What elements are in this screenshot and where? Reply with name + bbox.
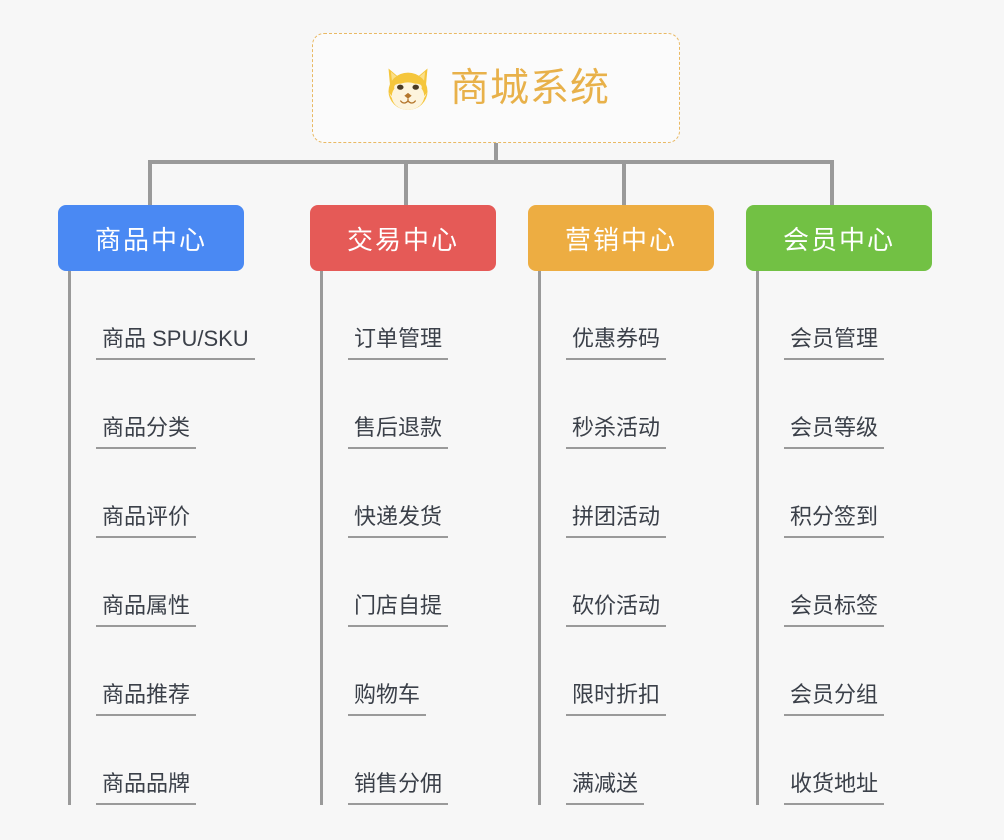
category-header-trade-center[interactable]: 交易中心 xyxy=(310,205,496,271)
leaf-label: 销售分佣 xyxy=(348,771,449,805)
category-header-member-center[interactable]: 会员中心 xyxy=(746,205,932,271)
leaf-item[interactable]: 会员管理 xyxy=(756,271,932,360)
leaf-label: 购物车 xyxy=(348,682,427,716)
leaf-item[interactable]: 会员分组 xyxy=(756,627,932,716)
leaf-item[interactable]: 商品推荐 xyxy=(68,627,244,716)
leaf-item[interactable]: 售后退款 xyxy=(320,360,496,449)
leaf-item[interactable]: 商品品牌 xyxy=(68,716,244,805)
leaf-label: 商品属性 xyxy=(96,593,197,627)
leaf-label: 会员标签 xyxy=(784,593,885,627)
category-label: 商品中心 xyxy=(94,224,207,255)
leaf-list-product-center: 商品 SPU/SKU 商品分类 商品评价 商品属性 商品推荐 商品品牌 xyxy=(58,271,255,805)
leaf-label: 商品分类 xyxy=(96,415,197,449)
leaf-item[interactable]: 砍价活动 xyxy=(538,538,714,627)
leaf-item[interactable]: 满减送 xyxy=(538,716,714,805)
leaf-label: 商品品牌 xyxy=(96,771,197,805)
root-node[interactable]: 商城系统 xyxy=(312,33,680,143)
connector-drop-4 xyxy=(830,160,834,205)
leaf-item[interactable]: 优惠券码 xyxy=(538,271,714,360)
leaf-item[interactable]: 商品属性 xyxy=(68,538,244,627)
leaf-label: 售后退款 xyxy=(348,415,449,449)
leaf-label: 秒杀活动 xyxy=(566,415,667,449)
leaf-item[interactable]: 商品分类 xyxy=(68,360,244,449)
leaf-label: 收货地址 xyxy=(784,771,885,805)
category-label: 会员中心 xyxy=(782,224,895,255)
leaf-list-member-center: 会员管理 会员等级 积分签到 会员标签 会员分组 收货地址 xyxy=(746,271,932,805)
leaf-label: 会员分组 xyxy=(784,682,885,716)
leaf-label: 砍价活动 xyxy=(566,593,667,627)
leaf-label: 限时折扣 xyxy=(566,682,667,716)
leaf-label: 订单管理 xyxy=(348,326,449,360)
leaf-spine xyxy=(320,271,323,805)
connector-drop-1 xyxy=(148,160,152,205)
leaf-item[interactable]: 快递发货 xyxy=(320,449,496,538)
connector-drop-3 xyxy=(622,160,626,205)
connector-drop-2 xyxy=(404,160,408,205)
category-column-member-center: 会员中心 会员管理 会员等级 积分签到 会员标签 会员分组 收货地址 xyxy=(746,205,932,805)
leaf-label: 满减送 xyxy=(566,771,645,805)
leaf-item[interactable]: 订单管理 xyxy=(320,271,496,360)
leaf-label: 会员等级 xyxy=(784,415,885,449)
category-label: 营销中心 xyxy=(564,224,677,255)
leaf-label: 拼团活动 xyxy=(566,504,667,538)
leaf-list-marketing-center: 优惠券码 秒杀活动 拼团活动 砍价活动 限时折扣 满减送 xyxy=(528,271,714,805)
leaf-item[interactable]: 秒杀活动 xyxy=(538,360,714,449)
leaf-item[interactable]: 拼团活动 xyxy=(538,449,714,538)
leaf-item[interactable]: 会员标签 xyxy=(756,538,932,627)
leaf-label: 积分签到 xyxy=(784,504,885,538)
leaf-item[interactable]: 积分签到 xyxy=(756,449,932,538)
connector-root-stem xyxy=(494,143,498,163)
category-label: 交易中心 xyxy=(346,224,459,255)
category-column-product-center: 商品中心 商品 SPU/SKU 商品分类 商品评价 商品属性 商品推荐 商品品牌 xyxy=(58,205,255,805)
leaf-item[interactable]: 商品 SPU/SKU xyxy=(68,271,255,360)
category-header-product-center[interactable]: 商品中心 xyxy=(58,205,244,271)
leaf-label: 会员管理 xyxy=(784,326,885,360)
leaf-label: 商品推荐 xyxy=(96,682,197,716)
category-column-marketing-center: 营销中心 优惠券码 秒杀活动 拼团活动 砍价活动 限时折扣 满减送 xyxy=(528,205,714,805)
leaf-label: 商品评价 xyxy=(96,504,197,538)
category-column-trade-center: 交易中心 订单管理 售后退款 快递发货 门店自提 购物车 销售分佣 xyxy=(310,205,496,805)
category-header-marketing-center[interactable]: 营销中心 xyxy=(528,205,714,271)
leaf-label: 优惠券码 xyxy=(566,326,667,360)
leaf-spine xyxy=(68,271,71,805)
root-title: 商城系统 xyxy=(449,66,610,110)
leaf-item[interactable]: 商品评价 xyxy=(68,449,244,538)
shiba-inu-dog-face-icon xyxy=(388,68,428,110)
leaf-item[interactable]: 限时折扣 xyxy=(538,627,714,716)
leaf-item[interactable]: 销售分佣 xyxy=(320,716,496,805)
leaf-item[interactable]: 购物车 xyxy=(320,627,496,716)
leaf-item[interactable]: 收货地址 xyxy=(756,716,932,805)
leaf-list-trade-center: 订单管理 售后退款 快递发货 门店自提 购物车 销售分佣 xyxy=(310,271,496,805)
leaf-item[interactable]: 门店自提 xyxy=(320,538,496,627)
leaf-label: 商品 SPU/SKU xyxy=(96,326,255,360)
leaf-label: 快递发货 xyxy=(348,504,449,538)
leaf-item[interactable]: 会员等级 xyxy=(756,360,932,449)
leaf-spine xyxy=(756,271,759,805)
leaf-spine xyxy=(538,271,541,805)
connector-horizontal-bus xyxy=(148,160,834,164)
leaf-label: 门店自提 xyxy=(348,593,449,627)
